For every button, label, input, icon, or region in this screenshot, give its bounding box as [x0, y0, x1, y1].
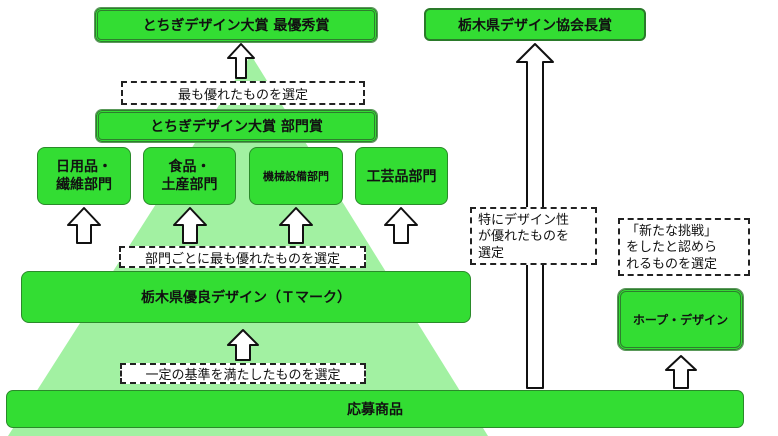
note-design-excellent: 特にデザイン性 が優れたものを 選定 — [470, 207, 597, 265]
note-select-best: 最も優れたものを選定 — [121, 81, 365, 105]
note-select-best-text: 最も優れたものを選定 — [177, 87, 308, 103]
pyramid-background — [8, 55, 488, 436]
arrow-up-cat-1 — [67, 207, 101, 244]
note-design-excellent-line3: 選定 — [478, 245, 505, 261]
note-new-challenge: 「新たな挑戦」 をしたと認めら れるものを選定 — [618, 218, 750, 276]
note-select-standard: 一定の基準を満たしたものを選定 — [120, 363, 366, 384]
top-award-label: とちぎデザイン大賞 最優秀賞 — [142, 18, 330, 34]
note-select-per-category-text: 部門ごとに最も優れたものを選定 — [144, 251, 340, 267]
category-daily-line1: 日用品・ — [56, 158, 112, 175]
entries-label: 応募商品 — [347, 402, 403, 418]
arrow-up-cat-4 — [384, 207, 418, 244]
category-food-line2: 土産部門 — [161, 177, 218, 193]
category-food: 食品・ 土産部門 — [143, 147, 236, 205]
category-daily-goods: 日用品・ 繊維部門 — [37, 147, 131, 205]
category-food-line1: 食品・ — [168, 158, 211, 175]
hope-design-node: ホープ・デザイン — [617, 288, 744, 351]
category-machinery: 機械設備部門 — [249, 147, 343, 205]
category-machinery-label: 機械設備部門 — [263, 170, 329, 183]
category-crafts-label: 工芸品部門 — [366, 169, 437, 185]
category-daily-line2: 繊維部門 — [56, 177, 112, 193]
note-design-excellent-line2: が優れたものを — [478, 229, 570, 245]
association-award-node: 栃木県デザイン協会長賞 — [424, 8, 646, 41]
note-select-per-category: 部門ごとに最も優れたものを選定 — [119, 246, 366, 268]
note-new-challenge-line1: 「新たな挑戦」 — [626, 224, 718, 239]
note-new-challenge-line3: れるものを選定 — [626, 256, 718, 272]
category-crafts: 工芸品部門 — [355, 147, 448, 205]
t-mark-node: 栃木県優良デザイン（Ｔマーク） — [21, 271, 471, 323]
association-award-label: 栃木県デザイン協会長賞 — [458, 17, 612, 34]
note-select-standard-text: 一定の基準を満たしたものを選定 — [145, 368, 341, 383]
hope-design-label: ホープ・デザイン — [632, 313, 729, 327]
entries-node: 応募商品 — [6, 390, 744, 428]
arrow-up-cat-2 — [173, 207, 207, 244]
t-mark-label: 栃木県優良デザイン（Ｔマーク） — [141, 290, 351, 306]
note-new-challenge-line2: をしたと認めら — [626, 240, 718, 256]
arrow-up-top — [227, 43, 255, 79]
top-award-node: とちぎデザイン大賞 最優秀賞 — [94, 7, 378, 43]
arrow-up-tmark — [227, 329, 259, 361]
category-award-node: とちぎデザイン大賞 部門賞 — [95, 109, 378, 143]
category-award-label: とちぎデザイン大賞 部門賞 — [150, 119, 323, 135]
note-design-excellent-line1: 特にデザイン性 — [478, 213, 570, 228]
arrow-up-hope — [665, 355, 697, 389]
arrow-up-cat-3 — [279, 207, 313, 244]
